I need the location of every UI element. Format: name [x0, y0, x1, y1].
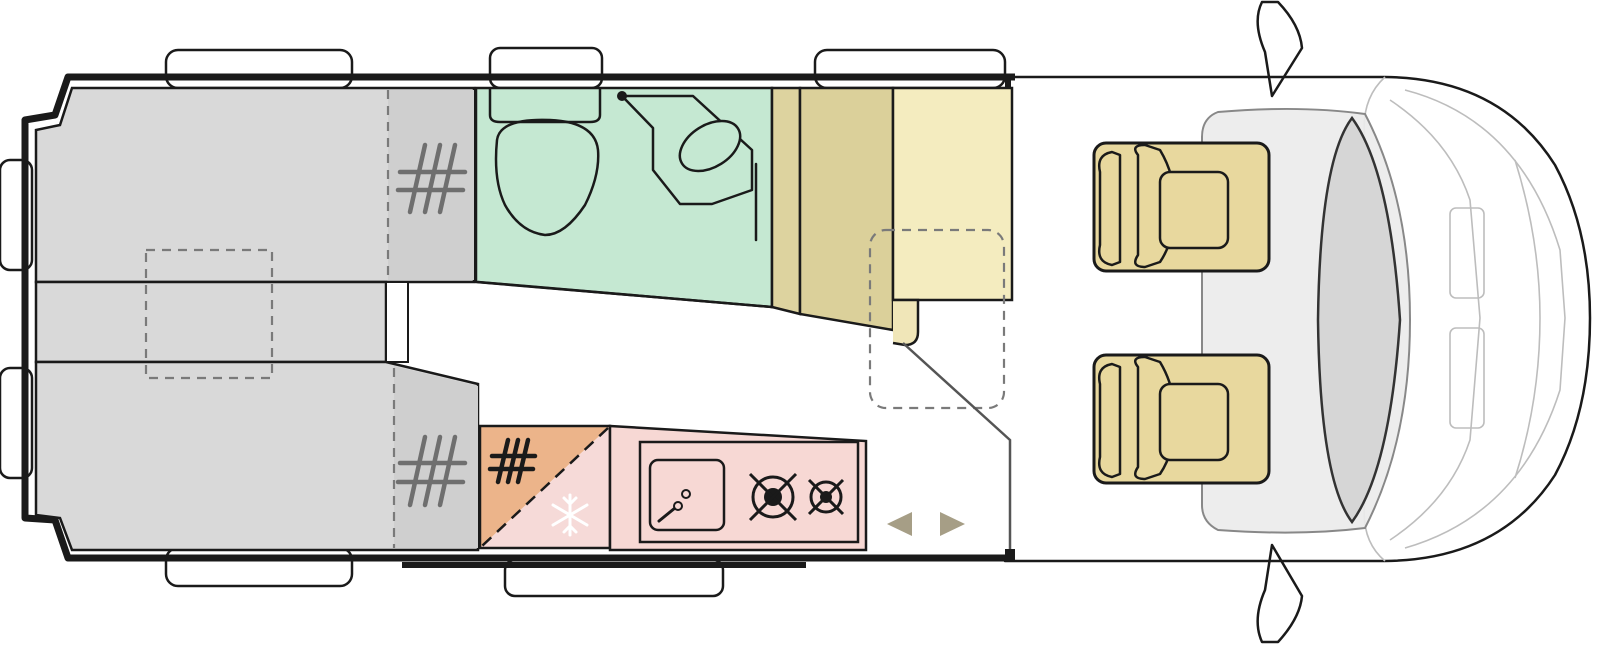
kitchen-counter: [608, 424, 868, 552]
snowflake-icon: [551, 493, 589, 537]
step-left-upper: [0, 158, 34, 272]
direction-arrow-left-icon: [887, 512, 912, 536]
swivel-seat-outline: [892, 298, 920, 347]
bathroom: [474, 86, 774, 309]
washbasin-icon: [617, 91, 758, 242]
hob-burner-icon: [807, 478, 845, 516]
wheel-front-left: [813, 48, 1007, 90]
direction-arrow-right-icon: [940, 512, 965, 536]
wheel-rear-right: [164, 546, 354, 588]
rear-bed-lower: [34, 360, 480, 552]
fridge-heater-unit: [478, 424, 612, 550]
heater-icon: [487, 437, 538, 485]
window-top-middle: [488, 46, 604, 90]
step-left-lower: [0, 366, 34, 480]
entry-step: [402, 562, 806, 568]
pop-up-table-dashed: [868, 228, 1006, 410]
sink-icon: [648, 458, 726, 532]
cupboard: [891, 86, 1014, 302]
rear-bed-upper: [34, 86, 476, 284]
wardrobe: [770, 86, 895, 332]
heater-vent-icon: [395, 142, 468, 215]
mirror-top-icon: [1256, 0, 1304, 98]
window-bottom-middle: [503, 558, 725, 598]
mirror-bottom-icon: [1256, 543, 1304, 644]
wheel-rear-left: [164, 48, 354, 90]
cab-seat-driver: [1092, 141, 1271, 273]
rear-bed-gap: [34, 280, 409, 364]
hob-burner-icon: [748, 472, 798, 522]
heater-vent-icon: [395, 434, 468, 508]
cab-body: [1003, 75, 1592, 563]
cab-seat-passenger: [1092, 353, 1271, 485]
toilet-icon: [494, 118, 600, 237]
